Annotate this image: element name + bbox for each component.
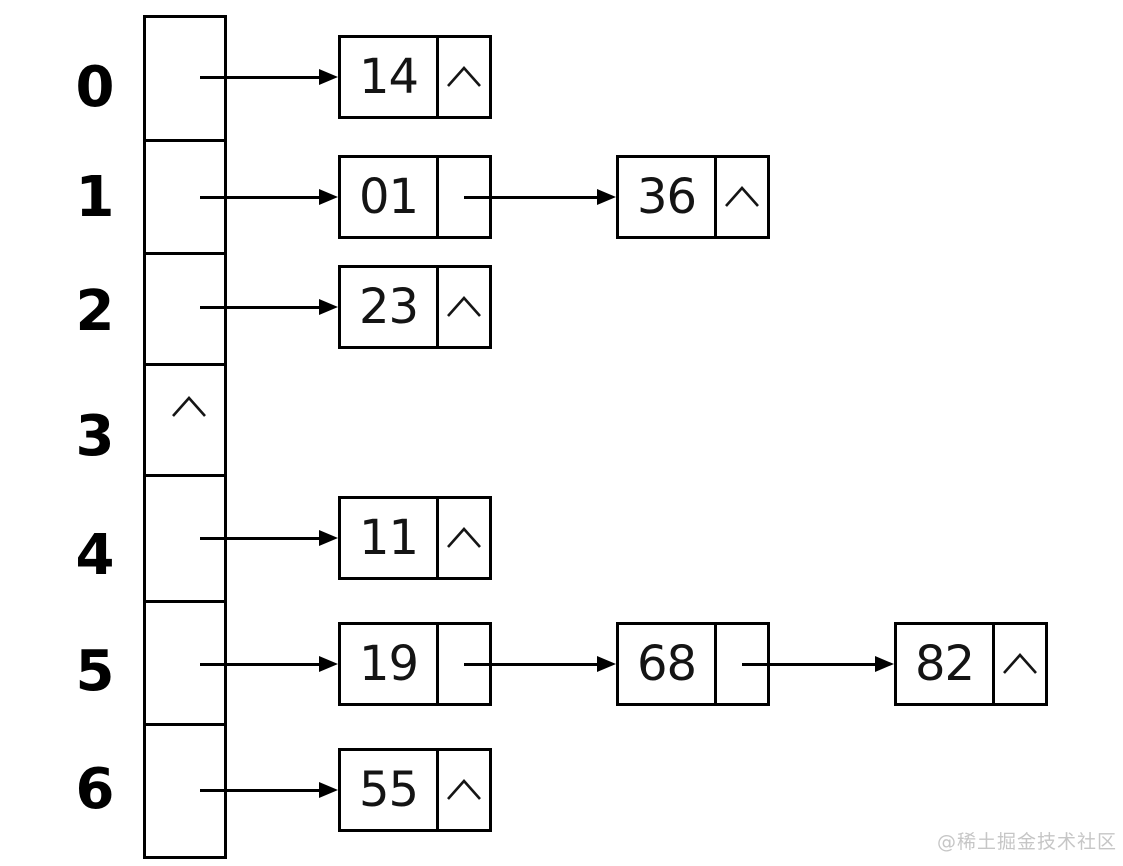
list-node: 01 [338, 155, 492, 239]
list-node: 82 [894, 622, 1048, 706]
node-pointer [439, 38, 489, 116]
pointer-arrow-shaft [464, 195, 600, 199]
null-pointer-icon [447, 779, 481, 800]
pointer-arrowhead-icon [319, 656, 338, 672]
pointer-arrow-shaft [200, 195, 322, 199]
node-pointer [439, 499, 489, 577]
node-divider [714, 625, 717, 703]
pointer-arrow-shaft [200, 662, 322, 666]
pointer-arrow-shaft [742, 662, 878, 666]
node-value: 68 [636, 636, 697, 692]
pointer-arrow-shaft [200, 788, 322, 792]
node-pointer [439, 751, 489, 829]
bucket-index-label: 0 [75, 55, 115, 120]
null-pointer-icon [447, 527, 481, 548]
list-node: 36 [616, 155, 770, 239]
bucket-index-label: 2 [75, 279, 115, 344]
pointer-arrowhead-icon [875, 656, 894, 672]
node-divider [714, 158, 717, 236]
pointer-arrow-shaft [200, 305, 322, 309]
node-value: 36 [636, 169, 697, 225]
bucket-cell-3 [143, 363, 227, 477]
node-value: 82 [914, 636, 975, 692]
list-node: 23 [338, 265, 492, 349]
bucket-index-label: 3 [75, 404, 115, 469]
node-divider [436, 499, 439, 577]
pointer-arrow-shaft [200, 75, 322, 79]
null-pointer-icon [725, 186, 759, 207]
node-value: 14 [358, 49, 419, 105]
list-node: 55 [338, 748, 492, 832]
node-divider [436, 268, 439, 346]
watermark: @稀土掘金技术社区 [936, 831, 1117, 853]
pointer-arrowhead-icon [597, 189, 616, 205]
bucket-index-label: 6 [75, 757, 115, 822]
pointer-arrowhead-icon [319, 189, 338, 205]
bucket-cell-2 [143, 252, 227, 366]
node-value: 19 [358, 636, 419, 692]
bucket-index-label: 4 [75, 523, 115, 588]
node-pointer [995, 625, 1045, 703]
list-node: 11 [338, 496, 492, 580]
bucket-index-label: 1 [75, 165, 115, 230]
pointer-arrow-shaft [200, 536, 322, 540]
node-value: 55 [358, 762, 419, 818]
pointer-arrowhead-icon [319, 299, 338, 315]
node-divider [436, 625, 439, 703]
null-pointer-icon [447, 66, 481, 87]
node-value: 11 [358, 510, 419, 566]
node-value: 01 [358, 169, 419, 225]
null-pointer-icon [172, 396, 206, 417]
node-pointer [717, 158, 767, 236]
node-value: 23 [358, 279, 419, 335]
node-divider [436, 158, 439, 236]
pointer-arrowhead-icon [597, 656, 616, 672]
node-divider [436, 751, 439, 829]
list-node: 14 [338, 35, 492, 119]
pointer-arrowhead-icon [319, 782, 338, 798]
node-divider [992, 625, 995, 703]
pointer-arrow-shaft [464, 662, 600, 666]
null-pointer-icon [447, 296, 481, 317]
node-pointer [439, 268, 489, 346]
pointer-arrowhead-icon [319, 530, 338, 546]
null-pointer-icon [1003, 653, 1037, 674]
bucket-cell-0 [143, 15, 227, 142]
node-divider [436, 38, 439, 116]
pointer-arrowhead-icon [319, 69, 338, 85]
bucket-index-label: 5 [75, 639, 115, 704]
